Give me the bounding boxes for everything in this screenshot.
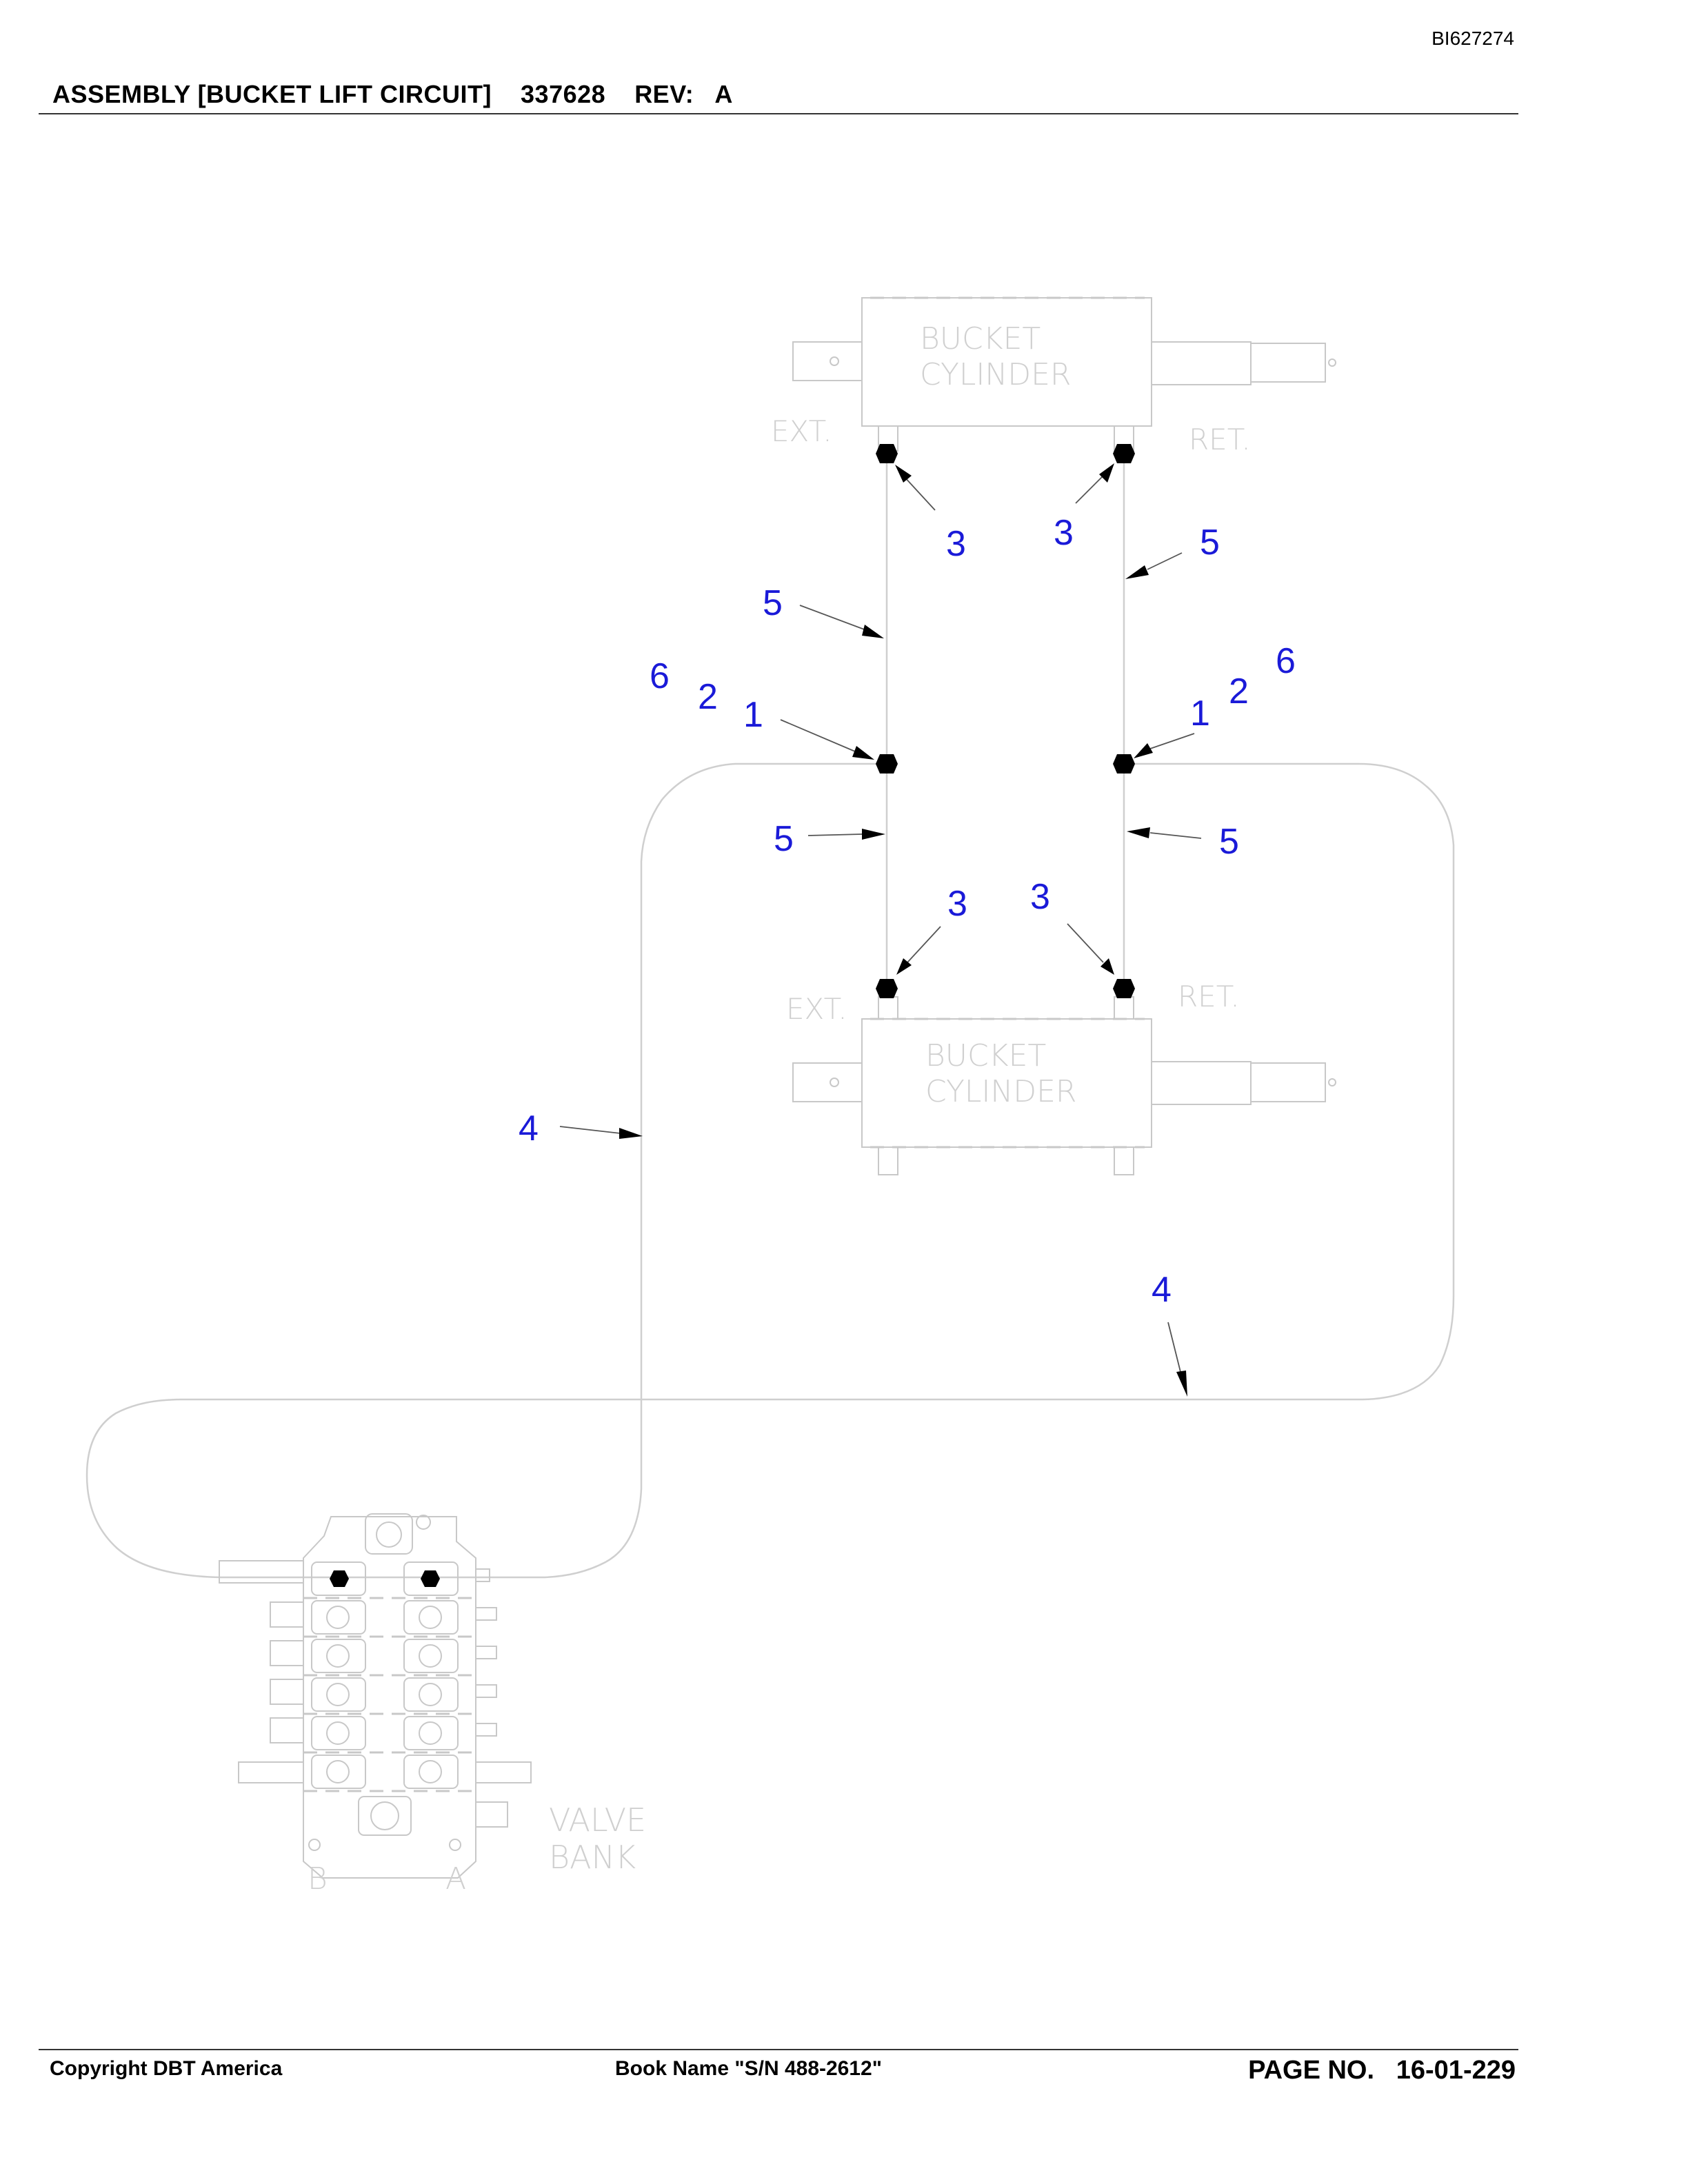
callout-2-left: 2 bbox=[698, 677, 718, 717]
callout-5-top-left: 5 bbox=[763, 583, 783, 623]
copyright: Copyright DBT America bbox=[50, 2057, 283, 2080]
fitting-mid-left bbox=[876, 754, 898, 774]
valve-port-b-fitting bbox=[330, 1570, 349, 1587]
page-title: ASSEMBLY [BUCKET LIFT CIRCUIT] 337628 RE… bbox=[52, 80, 733, 109]
valve-sections bbox=[303, 1561, 476, 1792]
top-cylinder-label-1: BUCKET bbox=[920, 321, 1041, 356]
page-number: PAGE NO. 16-01-229 bbox=[1248, 2056, 1516, 2085]
valve-bank-label-2: BANK bbox=[549, 1839, 636, 1876]
fitting-top-ret bbox=[1113, 444, 1135, 463]
callout-2-right: 2 bbox=[1229, 671, 1249, 711]
top-ext-port-label: EXT. bbox=[771, 414, 832, 448]
fittings bbox=[876, 444, 1135, 998]
callout-3-bottom-left: 3 bbox=[947, 884, 967, 924]
page-number-value: 16-01-229 bbox=[1396, 2056, 1516, 2085]
bottom-cylinder-label-1: BUCKET bbox=[925, 1038, 1046, 1073]
callout-6-right: 6 bbox=[1276, 641, 1296, 681]
callout-4-right: 4 bbox=[1152, 1270, 1172, 1310]
document-id: BI627274 bbox=[1431, 28, 1514, 49]
bottom-ret-port-label: RET. bbox=[1178, 980, 1240, 1013]
callout-5-bottom-left: 5 bbox=[774, 819, 794, 859]
callout-6-left: 6 bbox=[650, 656, 670, 696]
top-bucket-cylinder: BUCKET CYLINDER EXT. RET. bbox=[771, 296, 1336, 456]
bottom-cylinder-label-2: CYLINDER bbox=[925, 1074, 1076, 1109]
valve-bank: B A VALVE BANK bbox=[219, 1513, 646, 1897]
footer-rule bbox=[39, 2049, 1518, 2050]
bottom-ext-port-label: EXT. bbox=[786, 992, 847, 1026]
rev-label: REV: bbox=[634, 80, 694, 108]
valve-port-a-label: A bbox=[445, 1861, 466, 1897]
callout-numbers: 3 3 5 5 6 2 1 1 2 6 5 5 3 3 4 4 bbox=[519, 513, 1296, 1310]
callout-3-top-right: 3 bbox=[1054, 513, 1074, 553]
callout-5-bottom-right: 5 bbox=[1219, 822, 1239, 862]
part-number: 337628 bbox=[521, 80, 606, 108]
rev-value: A bbox=[714, 80, 733, 108]
valve-port-b-label: B bbox=[308, 1861, 328, 1897]
book-name: Book Name "S/N 488-2612" bbox=[615, 2057, 882, 2080]
fitting-mid-right bbox=[1113, 754, 1135, 774]
fitting-bottom-ext bbox=[876, 979, 898, 998]
callout-4-left: 4 bbox=[519, 1109, 539, 1149]
hose-lines bbox=[86, 454, 1455, 1579]
top-ret-port-label: RET. bbox=[1189, 423, 1251, 456]
hose-4-left bbox=[86, 762, 1455, 1579]
valve-bank-label-1: VALVE bbox=[549, 1801, 646, 1839]
valve-port-a-fitting bbox=[421, 1570, 440, 1587]
fitting-top-ext bbox=[876, 444, 898, 463]
callout-1-right: 1 bbox=[1190, 694, 1210, 734]
fitting-bottom-ret bbox=[1113, 979, 1135, 998]
page-label: PAGE NO. bbox=[1248, 2056, 1375, 2085]
assembly-title: ASSEMBLY [BUCKET LIFT CIRCUIT] bbox=[52, 80, 492, 108]
leader-lines bbox=[559, 463, 1202, 1397]
callout-1-left: 1 bbox=[743, 695, 763, 735]
callout-5-top-right: 5 bbox=[1200, 523, 1220, 563]
callout-3-bottom-right: 3 bbox=[1030, 877, 1050, 917]
callout-3-top-left: 3 bbox=[946, 524, 966, 564]
header-rule bbox=[39, 113, 1518, 114]
bottom-bucket-cylinder: BUCKET CYLINDER EXT. RET. bbox=[786, 980, 1336, 1175]
top-cylinder-label-2: CYLINDER bbox=[920, 357, 1071, 392]
